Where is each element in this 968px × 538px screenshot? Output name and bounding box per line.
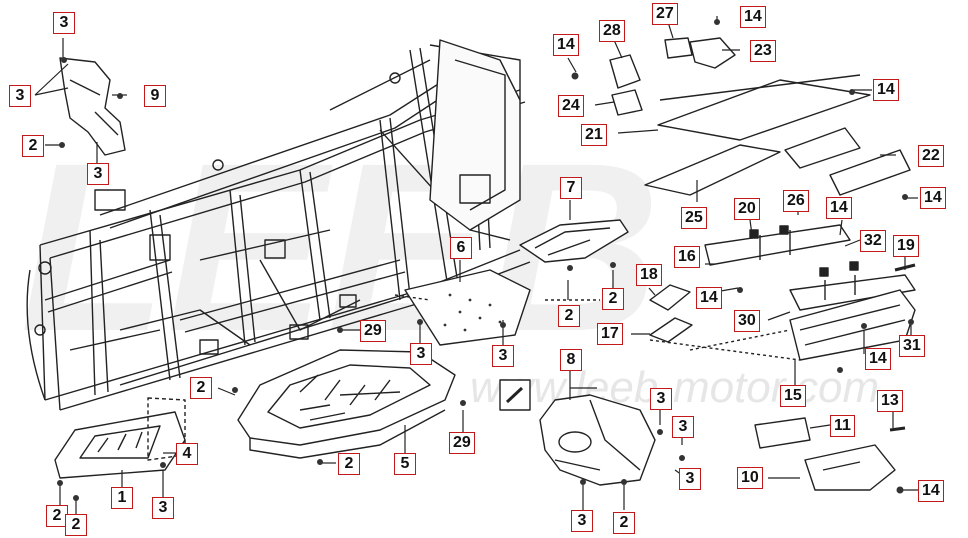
callout-13: 13: [877, 390, 903, 412]
callout-24: 24: [558, 95, 584, 117]
callout-18: 18: [636, 264, 662, 286]
callout-14: 14: [826, 197, 852, 219]
callout-3: 3: [152, 497, 174, 519]
callout-3: 3: [53, 12, 75, 34]
callout-6: 6: [450, 237, 472, 259]
part-6-floor-plate: [404, 269, 531, 346]
callout-3: 3: [492, 345, 514, 367]
part-30-rail: [789, 274, 916, 311]
callout-4: 4: [176, 443, 198, 465]
callout-14: 14: [696, 287, 722, 309]
callout-3: 3: [9, 85, 31, 107]
callout-27: 27: [652, 3, 678, 25]
callout-5: 5: [394, 453, 416, 475]
part-8-front-guard: [539, 394, 656, 486]
callout-32: 32: [860, 230, 886, 252]
callout-8: 8: [560, 349, 582, 371]
part-11-plate: [754, 417, 811, 449]
callout-23: 23: [750, 40, 776, 62]
part-17-bracket: [649, 317, 693, 343]
callout-21: 21: [581, 124, 607, 146]
callout-15: 15: [780, 385, 806, 407]
callout-14: 14: [740, 6, 766, 28]
callout-3: 3: [87, 163, 109, 185]
callout-29: 29: [449, 432, 475, 454]
callout-20: 20: [734, 198, 760, 220]
callout-28: 28: [599, 20, 625, 42]
callout-3: 3: [571, 510, 593, 532]
callout-22: 22: [918, 145, 944, 167]
callout-1: 1: [111, 487, 133, 509]
callout-3: 3: [679, 468, 701, 490]
callout-16: 16: [674, 246, 700, 268]
callout-2: 2: [22, 135, 44, 157]
main-frame: [26, 39, 531, 411]
part-9-rear-bracket: [59, 57, 126, 156]
callout-14: 14: [865, 348, 891, 370]
part-15-side-guard: [789, 289, 916, 361]
callout-14: 14: [918, 480, 944, 502]
callout-11: 11: [830, 415, 855, 437]
callout-3: 3: [650, 388, 672, 410]
part-1-rear-skid-plate: [54, 411, 186, 479]
callout-2: 2: [190, 377, 212, 399]
callout-2: 2: [613, 512, 635, 534]
callout-2: 2: [602, 288, 624, 310]
url-watermark: www.leeb-motor.com: [470, 363, 879, 412]
callout-2: 2: [338, 453, 360, 475]
part-7-front-skid-plate: [519, 219, 629, 263]
part-25-side-panel: [644, 144, 781, 196]
part-5-main-skid-plate: [237, 349, 456, 459]
part-28-clip: [609, 54, 641, 89]
part-21-side-panel: [657, 79, 871, 141]
part-23-bracket: [689, 37, 736, 69]
part-24-clip: [611, 89, 643, 116]
callout-3: 3: [672, 416, 694, 438]
callout-2: 2: [558, 305, 580, 327]
callout-14: 14: [920, 187, 946, 209]
callout-30: 30: [734, 310, 760, 332]
callout-29: 29: [360, 320, 386, 342]
callout-3: 3: [410, 343, 432, 365]
callout-10: 10: [737, 467, 763, 489]
callout-2: 2: [65, 514, 87, 536]
callout-17: 17: [597, 323, 623, 345]
part-27-bracket: [664, 37, 693, 59]
callout-7: 7: [560, 177, 582, 199]
callout-9: 9: [144, 85, 166, 107]
callout-25: 25: [681, 207, 707, 229]
callout-14: 14: [873, 79, 899, 101]
callout-31: 31: [899, 335, 925, 357]
callout-26: 26: [783, 190, 809, 212]
callout-19: 19: [893, 235, 919, 257]
part-22-panel: [829, 149, 911, 196]
part-18-bracket: [649, 284, 691, 311]
callout-14: 14: [553, 34, 579, 56]
part-20-rail: [704, 224, 851, 266]
part-26-panel: [784, 127, 861, 169]
part-10-plate: [804, 444, 896, 491]
